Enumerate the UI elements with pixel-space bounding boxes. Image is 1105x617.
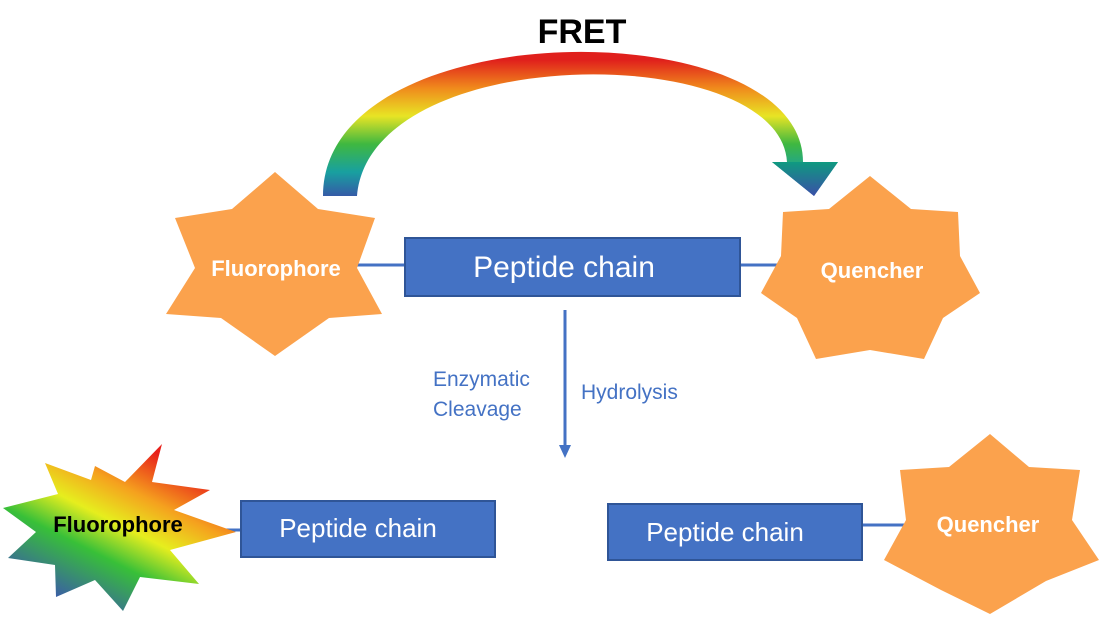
top-fluorophore: Fluorophore	[166, 172, 382, 356]
fret-arc-arrow	[323, 51, 838, 196]
bottom-fluorophore-label: Fluorophore	[53, 512, 183, 537]
bottom-right-peptide-chain: Peptide chain	[607, 503, 863, 561]
cleavage-arrow	[559, 310, 571, 458]
top-fluorophore-label: Fluorophore	[211, 256, 341, 281]
top-peptide-label: Peptide chain	[473, 251, 655, 284]
fluorophore-star-shape	[166, 172, 382, 356]
top-quencher-label: Quencher	[821, 258, 924, 283]
enzymatic-cleavage-label-line2: Cleavage	[433, 398, 522, 421]
quencher-star-shape	[884, 434, 1099, 614]
bottom-left-peptide-label: Peptide chain	[279, 513, 437, 543]
diagram-title: FRET	[538, 13, 627, 51]
bottom-quencher: Quencher	[884, 434, 1099, 614]
bottom-fluorophore: Fluorophore	[3, 444, 236, 611]
enzymatic-cleavage-label-line1: Enzymatic	[433, 368, 530, 391]
fluorophore-burst-shape	[3, 444, 236, 611]
top-peptide-chain: Peptide chain	[404, 237, 741, 297]
hydrolysis-label: Hydrolysis	[581, 381, 678, 404]
bottom-quencher-label: Quencher	[937, 512, 1040, 537]
bottom-right-peptide-label: Peptide chain	[646, 517, 804, 547]
quencher-star-shape	[761, 176, 980, 359]
bottom-left-peptide-chain: Peptide chain	[240, 500, 496, 558]
top-quencher: Quencher	[761, 176, 980, 359]
